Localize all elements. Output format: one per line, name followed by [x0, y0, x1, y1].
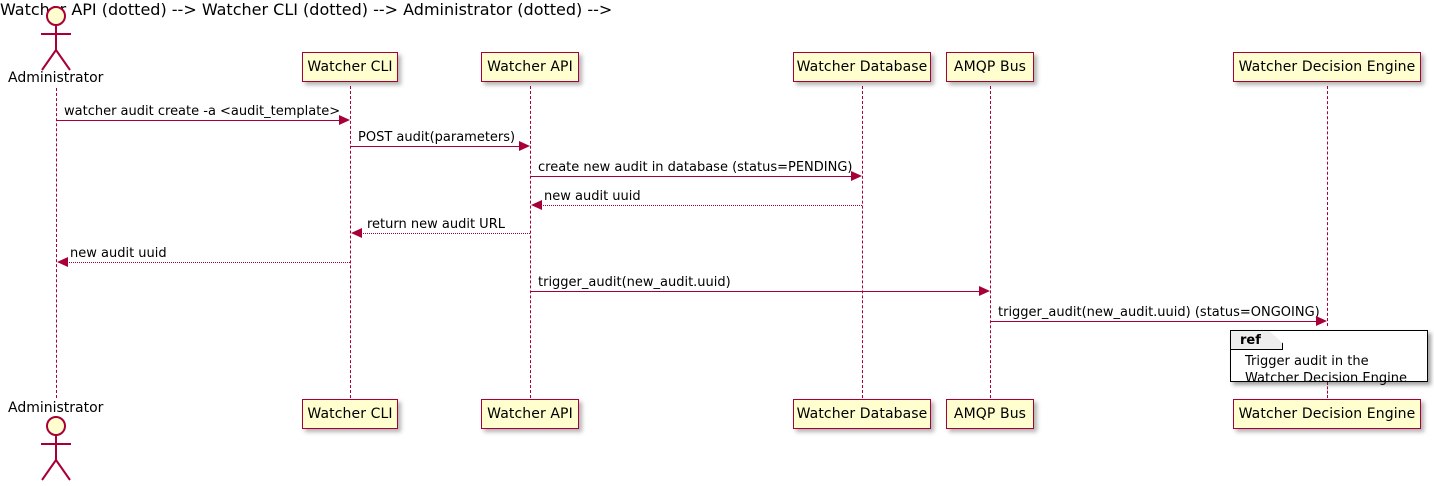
message-arrowhead-2	[519, 141, 530, 151]
message-label-1: watcher audit create -a <audit_template>	[64, 104, 341, 119]
participant-decision-engine-top[interactable]: Watcher Decision Engine	[1233, 52, 1421, 82]
participant-watcher-api-top[interactable]: Watcher API	[481, 52, 579, 82]
ref-fragment: ref Trigger audit in the Watcher Decisio…	[1230, 330, 1428, 386]
lifeline-decision-engine	[1327, 86, 1328, 326]
actor-label-administrator-top: Administrator	[8, 70, 104, 86]
message-label-8: trigger_audit(new_audit.uuid) (status=ON…	[998, 305, 1320, 320]
participant-amqp-bus-bottom[interactable]: AMQP Bus	[946, 399, 1034, 429]
lifeline-watcher-api	[530, 86, 531, 398]
message-line-1	[57, 120, 340, 121]
ref-fragment-text: Trigger audit in the Watcher Decision En…	[1245, 354, 1407, 386]
message-line-2	[351, 146, 520, 147]
message-label-4: new audit uuid	[544, 189, 641, 204]
message-line-8	[991, 321, 1317, 322]
participant-watcher-db-bottom[interactable]: Watcher Database	[793, 399, 931, 429]
message-arrowhead-8	[1316, 316, 1327, 326]
message-label-7: trigger_audit(new_audit.uuid)	[538, 275, 731, 290]
message-arrowhead-1	[339, 115, 350, 125]
actor-label-administrator-bottom: Administrator	[8, 400, 104, 416]
participant-watcher-cli-top[interactable]: Watcher CLI	[302, 52, 398, 82]
lifeline-amqp-bus	[990, 86, 991, 398]
lifeline-administrator	[56, 88, 57, 398]
participant-decision-engine-bottom[interactable]: Watcher Decision Engine	[1233, 399, 1421, 429]
message-label-2: POST audit(parameters)	[358, 130, 516, 145]
message-line-7	[531, 291, 980, 292]
message-arrowhead-7	[979, 286, 990, 296]
message-label-5: return new audit URL	[367, 217, 505, 232]
message-label-3: create new audit in database (status=PEN…	[538, 160, 853, 175]
actor-administrator-bottom	[0, 412, 120, 486]
participant-watcher-cli-bottom[interactable]: Watcher CLI	[302, 399, 398, 429]
message-arrowhead-5	[351, 228, 362, 238]
message-arrowhead-6	[57, 257, 68, 267]
participant-amqp-bus-top[interactable]: AMQP Bus	[946, 52, 1034, 82]
participant-watcher-db-top[interactable]: Watcher Database	[793, 52, 931, 82]
participant-watcher-api-bottom[interactable]: Watcher API	[481, 399, 579, 429]
actor-stick-figure-icon	[41, 416, 71, 481]
message-line-4	[541, 205, 862, 206]
actor-administrator-top	[0, 0, 120, 90]
ref-fragment-tab: ref	[1231, 331, 1283, 350]
message-line-3	[531, 176, 852, 177]
message-line-5	[361, 233, 530, 234]
message-arrowhead-3	[851, 171, 862, 181]
message-line-6	[67, 262, 350, 263]
lifeline-decision-engine-lower	[1327, 382, 1328, 398]
message-label-6: new audit uuid	[70, 246, 167, 261]
actor-stick-figure-icon	[41, 6, 71, 71]
lifeline-watcher-cli	[350, 86, 351, 398]
lifeline-watcher-db	[862, 86, 863, 398]
message-arrowhead-4	[531, 200, 542, 210]
